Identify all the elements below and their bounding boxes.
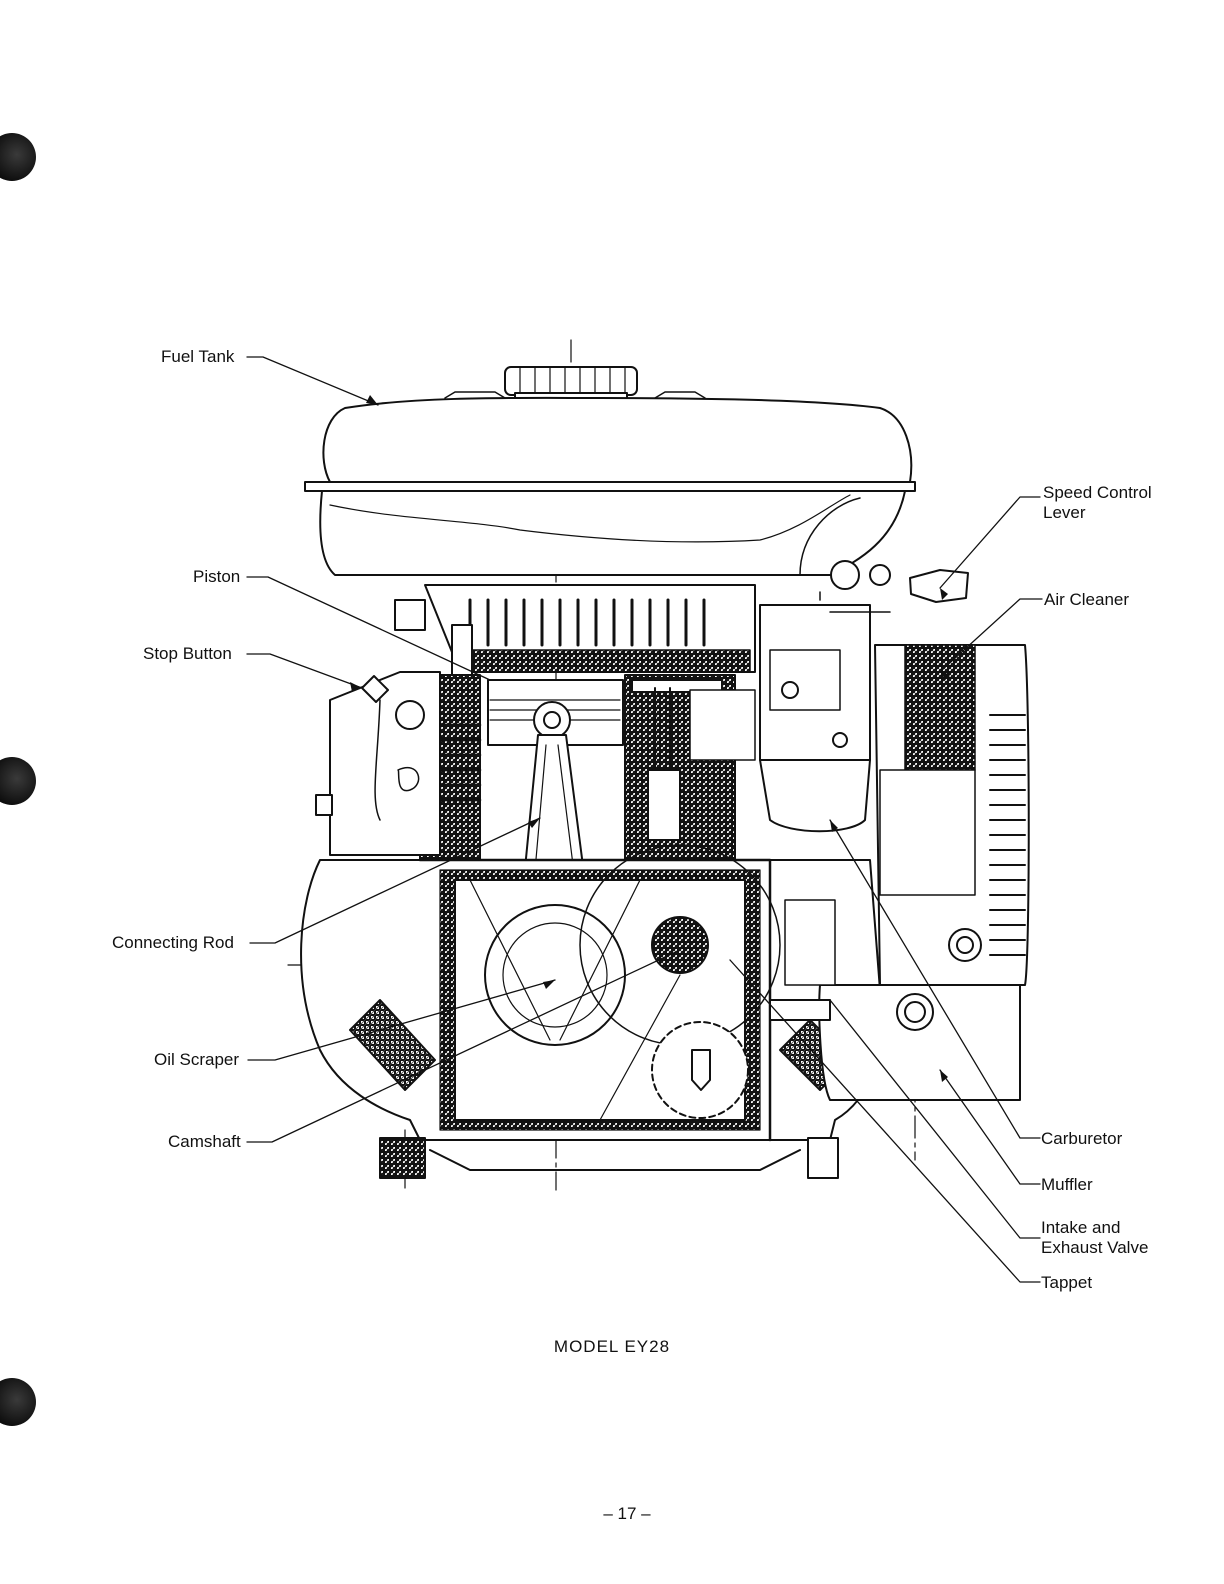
label-connecting-rod: Connecting Rod bbox=[112, 933, 234, 953]
label-intake-exhaust-valve: Intake and Exhaust Valve bbox=[1041, 1218, 1148, 1258]
label-oil-scraper: Oil Scraper bbox=[154, 1050, 239, 1070]
label-speed-control-lever-line2: Lever bbox=[1043, 503, 1152, 523]
label-piston: Piston bbox=[193, 567, 240, 587]
label-tappet: Tappet bbox=[1041, 1273, 1092, 1293]
label-speed-control-lever: Speed Control Lever bbox=[1043, 483, 1152, 523]
label-air-cleaner: Air Cleaner bbox=[1044, 590, 1129, 610]
diagram-caption: MODEL EY28 bbox=[0, 1337, 1224, 1357]
label-carburetor: Carburetor bbox=[1041, 1129, 1122, 1149]
label-muffler: Muffler bbox=[1041, 1175, 1093, 1195]
label-stop-button: Stop Button bbox=[143, 644, 232, 664]
page-number: – 17 – bbox=[0, 1504, 1224, 1524]
label-fuel-tank: Fuel Tank bbox=[161, 347, 234, 367]
label-intake-exhaust-valve-line1: Intake and bbox=[1041, 1218, 1148, 1238]
label-camshaft: Camshaft bbox=[168, 1132, 241, 1152]
stop-button-drawing bbox=[316, 672, 440, 855]
label-intake-exhaust-valve-line2: Exhaust Valve bbox=[1041, 1238, 1148, 1258]
fuel-tank-drawing bbox=[305, 367, 915, 575]
label-speed-control-lever-line1: Speed Control bbox=[1043, 483, 1152, 503]
